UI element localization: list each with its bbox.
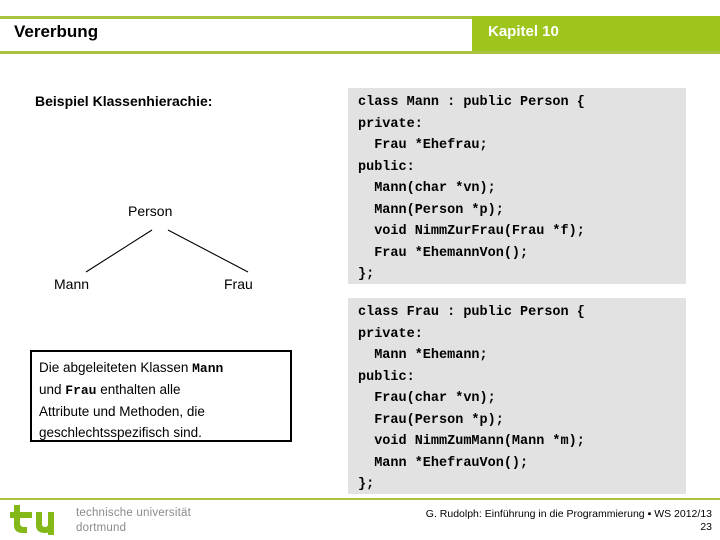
diagram-node-mann: Mann [54, 276, 90, 292]
code-line: Frau *EhemannVon(); [358, 245, 529, 261]
prose-text: Attribute und Methoden, die [39, 404, 205, 419]
code-line: }; [358, 477, 375, 492]
code-line: class Frau : public Person { [358, 305, 585, 320]
header-chapter-block [472, 16, 720, 54]
code-line: }; [358, 267, 375, 282]
prose-text: Die abgeleiteten Klassen [39, 360, 193, 375]
prose-text: geschlechtsspezifisch sind. [39, 425, 202, 440]
footer-page-number: 23 [700, 521, 712, 533]
code-line: public: [358, 369, 415, 385]
slide-header: Vererbung Kapitel 10 [0, 16, 720, 54]
prose-text: enthalten alle [96, 382, 181, 397]
code-line: private: [358, 326, 423, 342]
code-line: private: [358, 116, 423, 132]
tu-dortmund-logo: technische universität dortmund [10, 503, 210, 537]
code-line: Mann(Person *p); [358, 202, 504, 218]
code-line: Mann(char *vn); [358, 181, 496, 196]
code-line: void NimmZurFrau(Frau *f); [358, 224, 585, 239]
page-title: Vererbung [14, 22, 99, 41]
footer-credit: G. Rudolph: Einführung in die Programmie… [425, 508, 712, 520]
code-line: Frau(char *vn); [358, 391, 496, 406]
code-line: Frau(Person *p); [358, 412, 504, 428]
hierarchy-connector-lines [85, 229, 249, 273]
code-line: Mann *EhefrauVon(); [358, 455, 529, 471]
diagram-node-person: Person [128, 203, 173, 219]
explanation-line: Attribute und Methoden, die [39, 401, 283, 422]
code-line: Mann *Ehemann; [358, 348, 488, 363]
header-rule-bottom [0, 51, 720, 54]
tu-logo-mark [10, 505, 54, 535]
chapter-label: Kapitel 10 [488, 23, 559, 40]
footer-rule [0, 498, 720, 500]
code-block-class-frau: class Frau : public Person { private: Man… [348, 298, 686, 494]
code-line: Frau *Ehefrau; [358, 138, 488, 153]
code-line: void NimmZumMann(Mann *m); [358, 434, 585, 449]
code-line: public: [358, 159, 415, 175]
explanation-line: geschlechtsspezifisch sind. [39, 422, 283, 443]
code-term: Mann [192, 361, 224, 376]
tu-logo-text: technische universität dortmund [76, 506, 191, 536]
tu-logo-line2: dortmund [76, 522, 127, 534]
header-rule-top [0, 16, 720, 19]
prose-text: und [39, 382, 66, 397]
code-line: class Mann : public Person { [358, 95, 585, 110]
section-heading: Beispiel Klassenhierachie: [35, 93, 213, 109]
code-term: Frau [65, 383, 97, 398]
class-hierarchy-diagram: Person Mann Frau [0, 190, 330, 310]
explanation-line: und Frau enthalten alle [39, 379, 283, 401]
diagram-node-frau: Frau [224, 276, 253, 292]
explanation-line: Die abgeleiteten Klassen Mann [39, 357, 283, 379]
code-block-class-mann: class Mann : public Person { private: Fra… [348, 88, 686, 284]
tu-logo-line1: technische universität [76, 507, 191, 519]
